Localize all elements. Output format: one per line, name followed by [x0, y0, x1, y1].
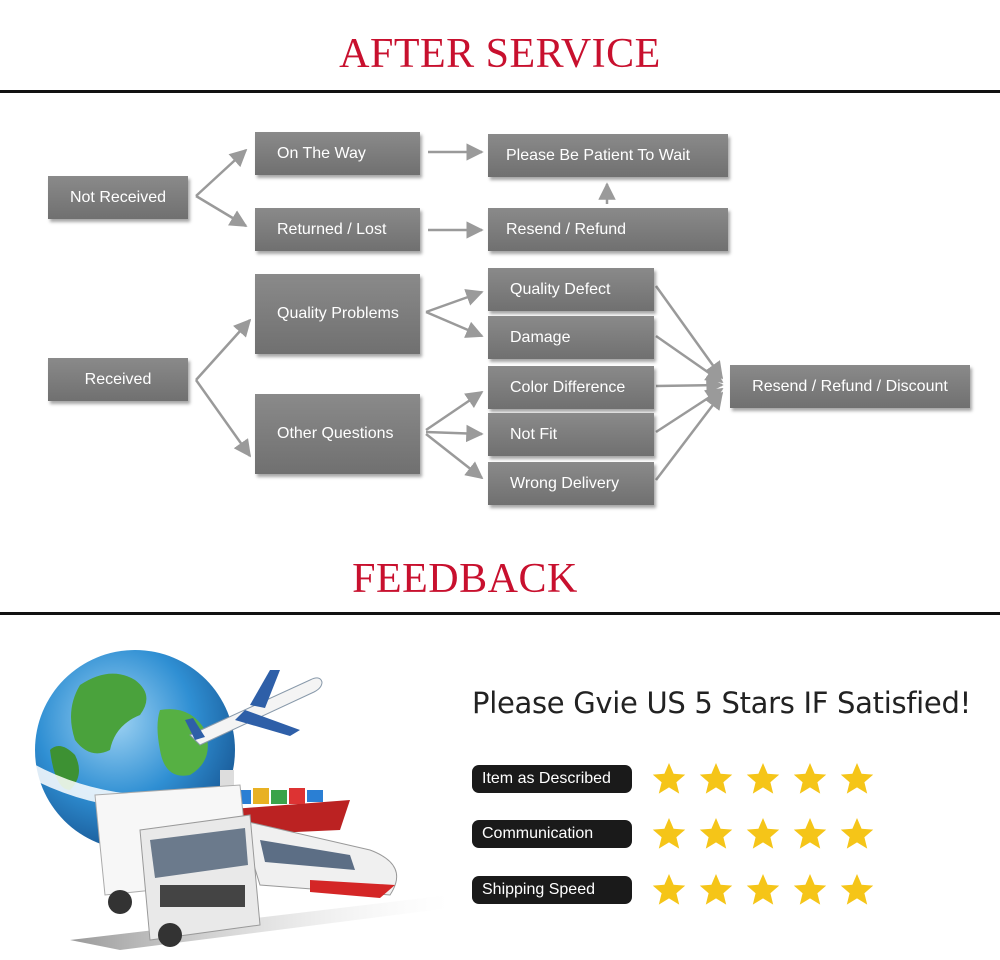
- node-not-fit: Not Fit: [488, 413, 654, 456]
- truck-icon: [94, 784, 261, 947]
- node-resend-refund-discount: Resend / Refund / Discount: [730, 365, 970, 408]
- star-icon[interactable]: [699, 762, 733, 796]
- rating-label: Item as Described: [472, 765, 632, 793]
- arrow-received-other: [194, 379, 252, 458]
- flow-arrows: [194, 143, 724, 481]
- star-icon[interactable]: [746, 817, 780, 851]
- feedback-divider: [0, 612, 1000, 615]
- node-damage: Damage: [488, 316, 654, 359]
- star-icon[interactable]: [746, 762, 780, 796]
- node-not-received: Not Received: [48, 176, 188, 219]
- arrow-notreceived-ontheway: [195, 148, 248, 197]
- arrow-notfit-final: [655, 387, 724, 434]
- arrow-wrong-final: [655, 391, 724, 481]
- star-icon[interactable]: [699, 817, 733, 851]
- node-quality-problems: Quality Problems: [255, 274, 420, 354]
- star-icon[interactable]: [840, 817, 874, 851]
- node-returned-lost: Returned / Lost: [255, 208, 420, 251]
- star-icon[interactable]: [793, 873, 827, 907]
- arrow-notreceived-returned: [195, 194, 248, 228]
- arrow-other-notfit: [425, 424, 484, 443]
- arrow-damage-final: [655, 334, 724, 384]
- arrow-quality-damage: [425, 310, 484, 338]
- arrow-color-final: [655, 376, 724, 394]
- star-icon[interactable]: [652, 762, 686, 796]
- train-icon: [239, 819, 398, 898]
- node-color-difference: Color Difference: [488, 366, 654, 409]
- node-please-wait: Please Be Patient To Wait: [488, 134, 728, 177]
- after-service-title: AFTER SERVICE: [339, 31, 661, 77]
- star-icon[interactable]: [699, 873, 733, 907]
- node-other-questions: Other Questions: [255, 394, 420, 474]
- arrow-other-color: [425, 390, 484, 432]
- node-quality-defect: Quality Defect: [488, 268, 654, 311]
- node-received: Received: [48, 358, 188, 401]
- logistics-illustration: [26, 650, 450, 950]
- star-icon[interactable]: [793, 817, 827, 851]
- arrow-other-wrong: [425, 433, 484, 480]
- star-icon[interactable]: [746, 873, 780, 907]
- arrow-quality-defect: [425, 289, 484, 314]
- node-resend-refund: Resend / Refund: [488, 208, 728, 251]
- arrow-defect-final: [654, 285, 724, 380]
- after-service-divider: [0, 90, 1000, 93]
- airplane-icon: [185, 670, 323, 746]
- star-icon[interactable]: [840, 762, 874, 796]
- star-icon[interactable]: [652, 873, 686, 907]
- rating-label: Shipping Speed: [472, 876, 632, 904]
- feedback-headline: Please Gvie US 5 Stars IF Satisfied!: [472, 686, 971, 720]
- arrow-received-quality: [195, 318, 252, 381]
- star-icon[interactable]: [840, 873, 874, 907]
- star-icon[interactable]: [652, 817, 686, 851]
- feedback-title: FEEDBACK: [352, 556, 578, 602]
- node-wrong-delivery: Wrong Delivery: [488, 462, 654, 505]
- node-on-the-way: On The Way: [255, 132, 420, 175]
- rating-label: Communication: [472, 820, 632, 848]
- star-icon[interactable]: [793, 762, 827, 796]
